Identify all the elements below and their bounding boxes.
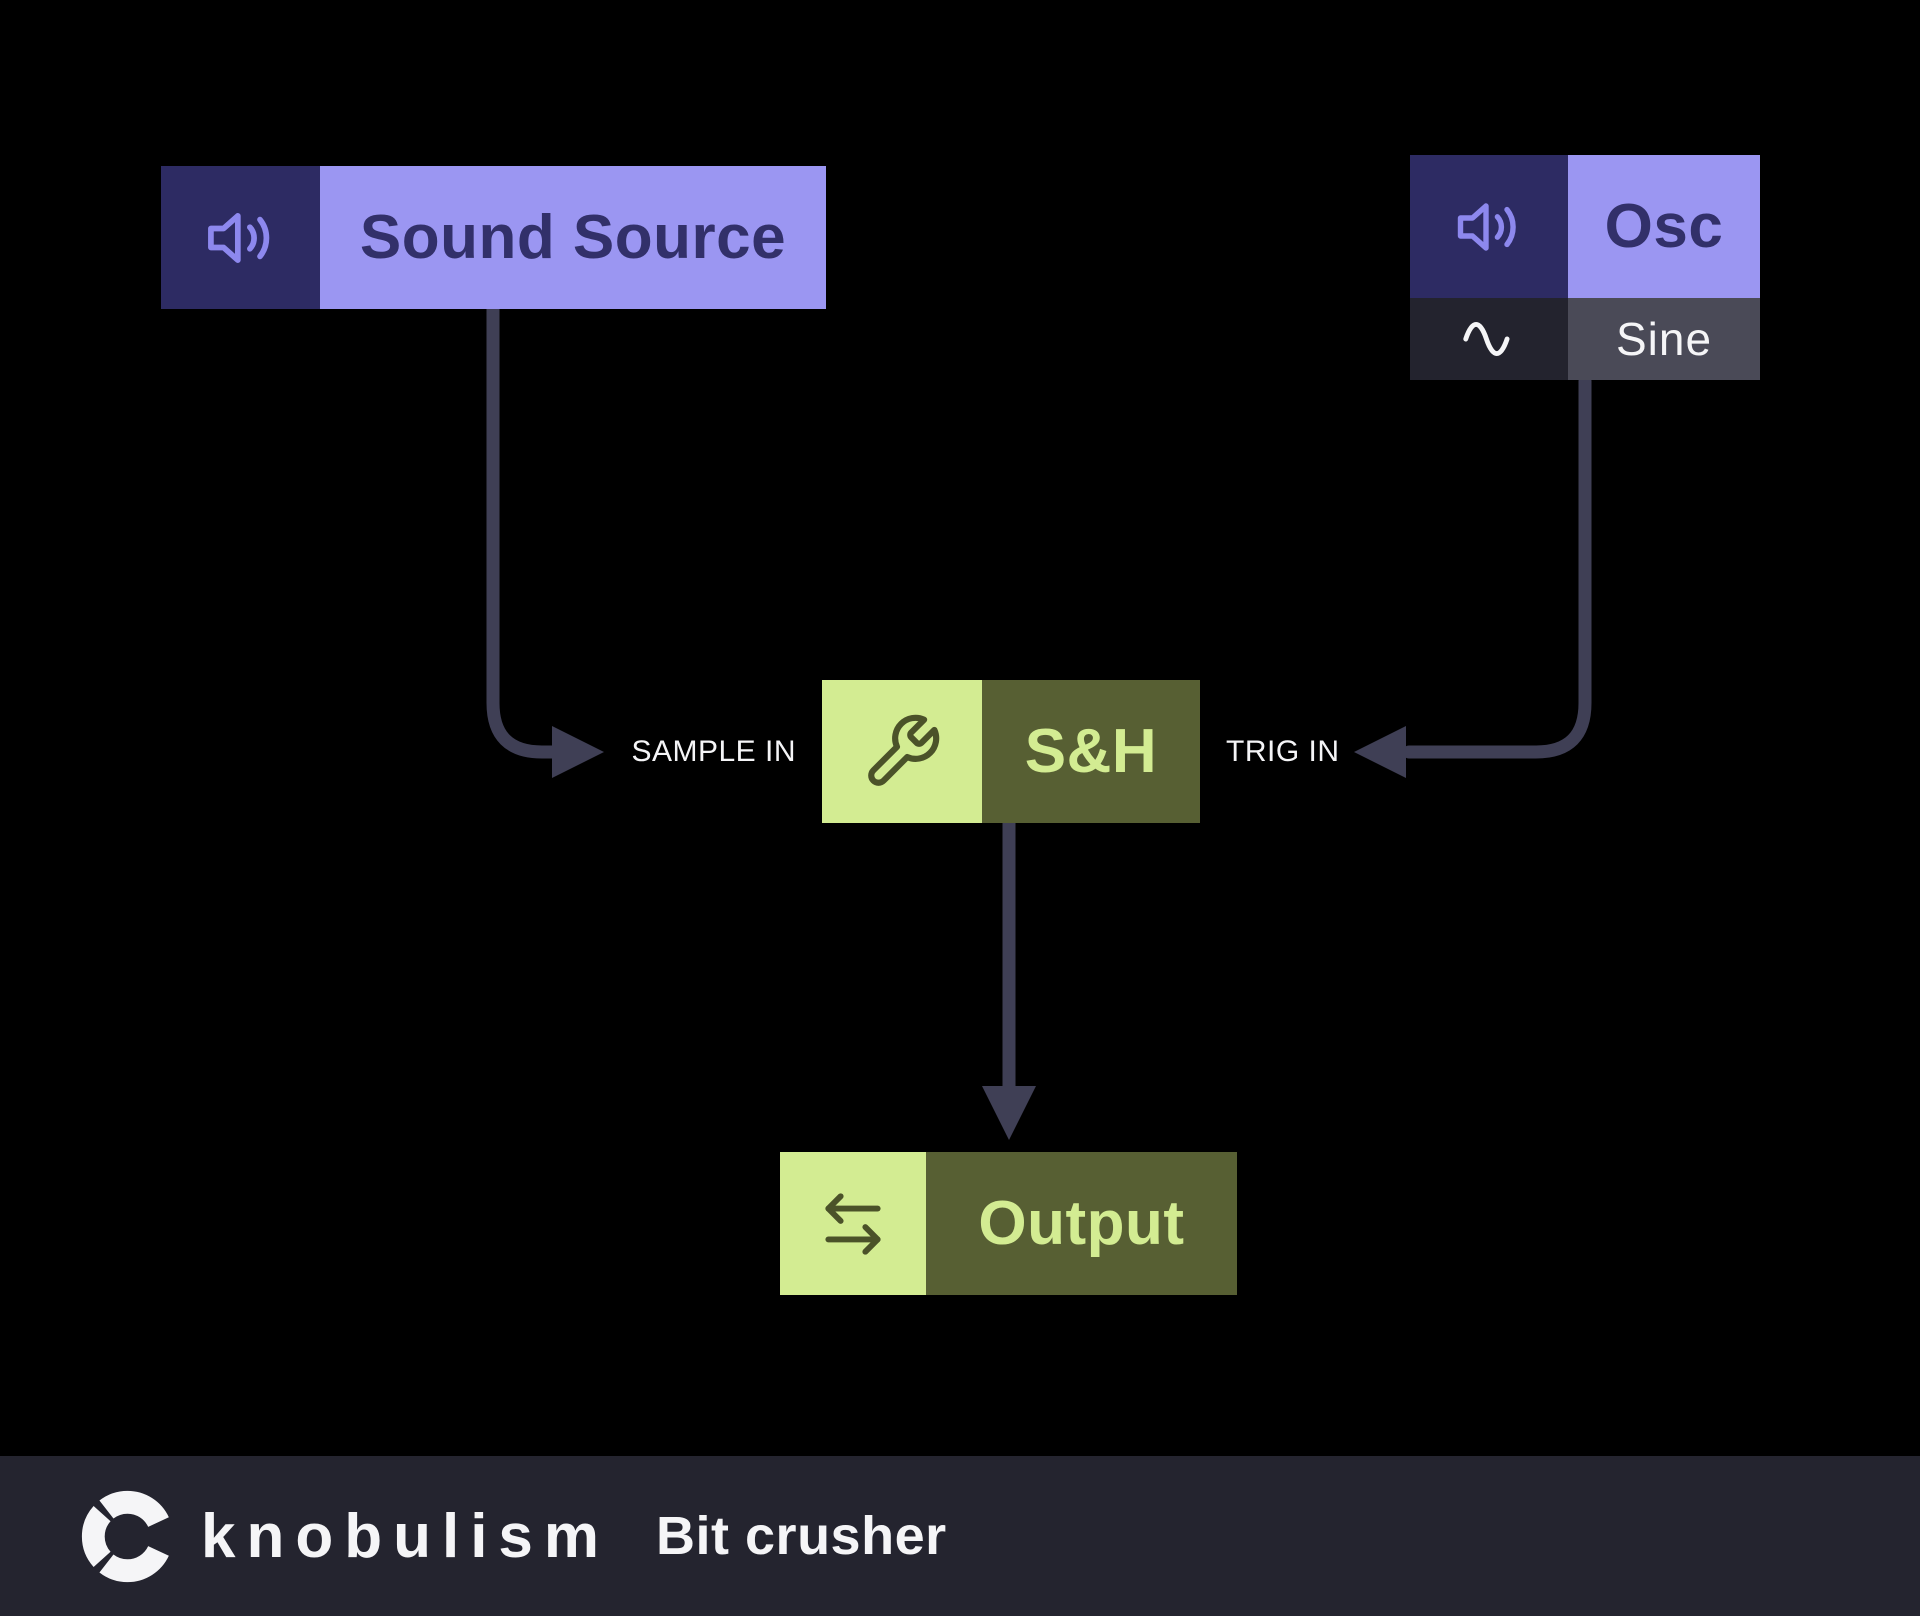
wire-osc-to-trig-in (1402, 374, 1592, 759)
port-label-sample-in: SAMPLE IN (631, 735, 796, 768)
osc-waveform-label: Sine (1615, 313, 1713, 365)
sample-hold-label: S&H (1024, 717, 1158, 786)
sine-wave-icon (1410, 298, 1568, 380)
knobulism-logo-icon (81, 1490, 174, 1582)
output-label: Output (978, 1189, 1185, 1258)
speaker-icon (1410, 155, 1568, 298)
wire-sound-source-to-sample-in (486, 302, 561, 759)
osc-main-row: Osc (1410, 155, 1760, 298)
wrench-icon (822, 680, 982, 823)
patch-title: Bit crusher (656, 1506, 947, 1566)
osc-label: Osc (1604, 192, 1724, 261)
arrowhead-output (982, 1086, 1036, 1140)
arrowhead-sample-in (552, 726, 604, 778)
speaker-icon (161, 166, 320, 309)
node-output: Output (780, 1152, 1237, 1295)
node-sample-hold: S&H (822, 680, 1200, 823)
arrowhead-trig-in (1354, 726, 1406, 778)
footer-bar: knobulism Bit crusher (0, 1456, 1920, 1616)
node-osc: Osc Sine (1410, 155, 1760, 380)
brand-name: knobulism (201, 1501, 611, 1571)
port-label-trig-in: TRIG IN (1226, 735, 1340, 768)
transfer-arrows-icon (780, 1152, 926, 1295)
osc-waveform-row: Sine (1410, 298, 1760, 380)
sound-source-label: Sound Source (359, 203, 787, 272)
node-sound-source: Sound Source (161, 166, 826, 309)
